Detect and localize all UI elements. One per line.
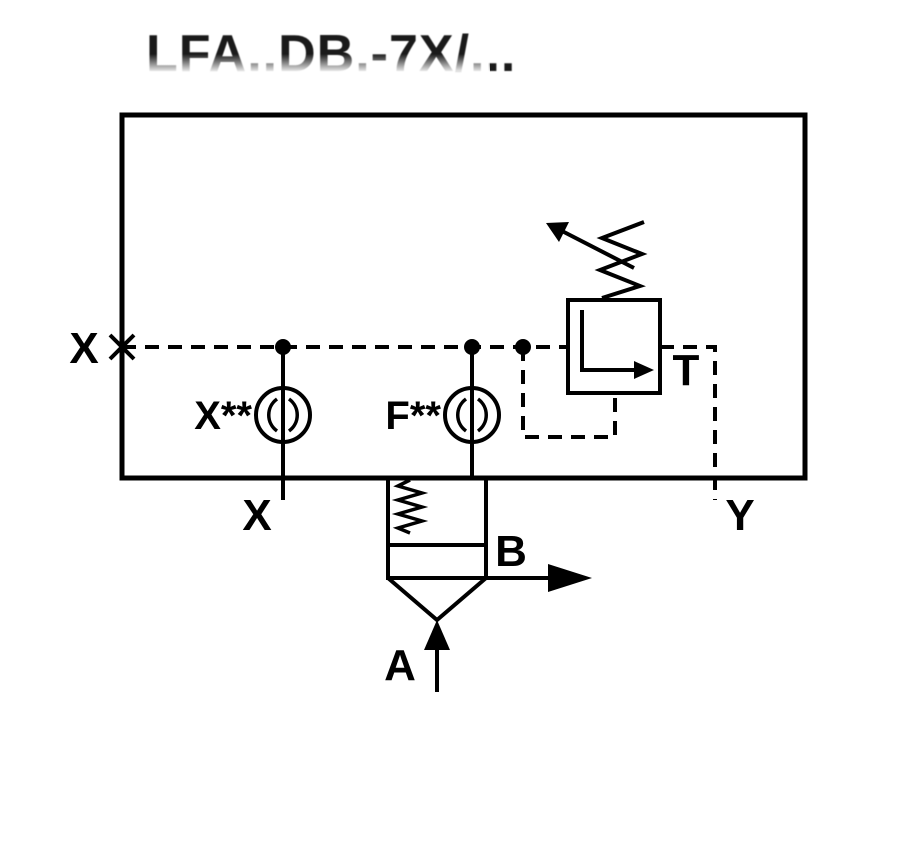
junction-dot <box>464 339 480 355</box>
port-b-flow <box>486 564 592 592</box>
poppet-seat-icon <box>386 576 488 623</box>
port-a-flow <box>424 620 450 692</box>
orifice-f-right-arc <box>476 397 488 433</box>
junction-dot <box>275 339 291 355</box>
label-port-y: Y <box>725 491 754 540</box>
orifice-x-right-arc <box>287 397 299 433</box>
pilot-relief-valve <box>546 220 662 395</box>
orifice-branch-f <box>443 347 501 478</box>
relief-valve-flow-arrow-icon <box>634 361 654 379</box>
orifice-f-left-arc <box>456 397 468 433</box>
orifice-x-left-arc <box>267 397 279 433</box>
label-port-b: B <box>495 527 527 576</box>
plugged-port-x-icon <box>108 333 136 361</box>
label-port-t: T <box>673 346 700 395</box>
label-port-x-bottom: X <box>242 491 271 540</box>
relief-valve-flow-path <box>580 310 634 372</box>
cartridge-body <box>386 476 488 580</box>
adjustment-arrow-shaft <box>561 229 635 270</box>
main-cartridge-valve <box>386 476 488 623</box>
drain-line-y <box>660 345 717 500</box>
label-port-x-left: X <box>69 324 98 373</box>
cartridge-spring-icon <box>391 478 429 535</box>
label-port-a: A <box>384 641 416 690</box>
port-b-arrow-icon <box>548 564 592 592</box>
orifice-branch-x <box>254 347 312 500</box>
label-orifice-x: X** <box>194 394 252 438</box>
label-orifice-f: F** <box>385 394 441 438</box>
junction-dot <box>515 339 531 355</box>
port-a-arrow-icon <box>424 620 450 650</box>
adjustment-arrow-icon <box>546 222 569 242</box>
